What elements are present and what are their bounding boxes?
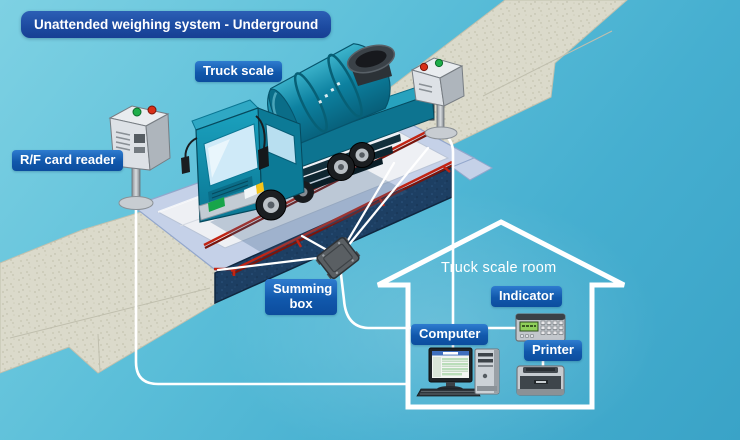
rear-wheels: [327, 142, 375, 181]
concrete-mixer-truck: [181, 43, 435, 223]
tower: [474, 348, 500, 395]
cable-left-reader: [134, 204, 410, 386]
front-wheel: [255, 189, 287, 221]
keyboard: [416, 388, 481, 397]
summing-box-device: [315, 236, 361, 280]
label-rf-card-reader: R/F card reader: [12, 150, 124, 171]
label-truck-scale-room: Truck scale room: [441, 260, 557, 276]
label-truck-scale: Truck scale: [195, 61, 282, 82]
signal-cables: [134, 130, 545, 386]
computer-device: [416, 347, 500, 397]
label-printer: Printer: [524, 340, 582, 361]
label-summing-box: Summing box: [265, 279, 337, 315]
cable-summing-to-indicator: [338, 264, 518, 330]
indicator-device: [515, 313, 566, 342]
truck-shadow: [210, 162, 408, 254]
card-reader-left: [108, 105, 171, 210]
truck-cab: [181, 99, 305, 223]
label-indicator: Indicator: [491, 286, 562, 307]
title-banner: Unattended weighing system - Underground: [21, 11, 332, 38]
truck-scale-room-outline: [376, 219, 626, 410]
ramp-right: [450, 157, 494, 181]
printer-device: [516, 365, 565, 396]
label-computer: Computer: [411, 324, 489, 345]
card-reader-right: [410, 57, 465, 140]
